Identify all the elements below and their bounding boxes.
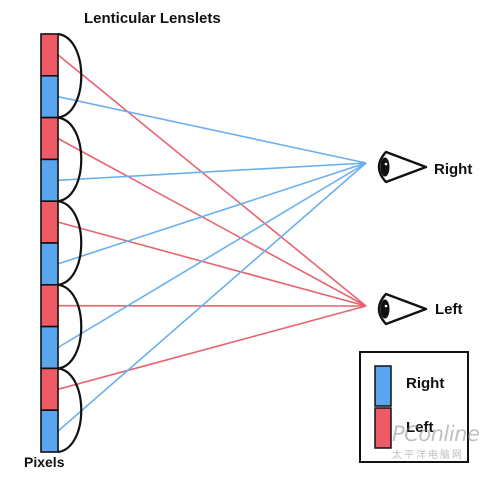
pixel-left-5	[40, 200, 59, 244]
ray-left-9	[57, 305, 367, 391]
left-eye-label: Left	[435, 301, 463, 318]
pixel-strip	[40, 33, 59, 453]
eye-icon	[377, 150, 428, 184]
right-eye-label: Right	[434, 161, 473, 178]
pixel-left-1	[40, 33, 59, 77]
legend-right-label: Right	[406, 375, 445, 392]
pixel-left-3	[40, 116, 59, 161]
lenslet-2	[57, 116, 83, 203]
eye-highlight	[384, 162, 388, 166]
pixel-right-4	[40, 158, 59, 202]
legend-swatch-left	[374, 407, 392, 449]
lenslet-4	[57, 283, 83, 370]
legend-swatch-right	[374, 365, 392, 407]
pixels-label: Pixels	[24, 454, 65, 470]
legend	[359, 351, 469, 463]
ray-right-10	[57, 162, 367, 432]
ray-left-1	[57, 54, 367, 307]
ray-left-5	[57, 221, 367, 307]
ray-right-4	[57, 162, 367, 182]
pixel-right-2	[40, 75, 59, 119]
watermark-brand: PConline	[392, 422, 480, 446]
ray-left-3	[57, 137, 367, 307]
pixel-right-6	[40, 242, 59, 286]
pixel-right-10	[40, 409, 59, 453]
eye-icon	[377, 292, 428, 326]
pixel-left-7	[40, 283, 59, 328]
watermark-tagline: 太平洋电脑网	[392, 450, 464, 461]
eye-highlight	[384, 304, 388, 308]
ray-right-8	[57, 162, 367, 349]
eyes	[377, 150, 428, 326]
eye-outline	[377, 150, 428, 184]
legend-left-label: Left	[406, 419, 434, 436]
ray-right-2	[57, 95, 367, 164]
diagram-title: Lenticular Lenslets	[84, 10, 221, 27]
pixel-left-9	[40, 367, 59, 411]
eye-pupil	[380, 157, 390, 177]
eye-outline	[377, 292, 428, 326]
light-rays	[57, 54, 367, 432]
pixel-right-8	[40, 325, 59, 370]
ray-right-6	[57, 162, 367, 265]
lenslet-5	[57, 367, 83, 454]
lenslet-array	[57, 32, 83, 454]
lenslet-1	[57, 32, 83, 119]
lenslet-3	[57, 200, 83, 286]
eye-pupil	[380, 299, 390, 319]
